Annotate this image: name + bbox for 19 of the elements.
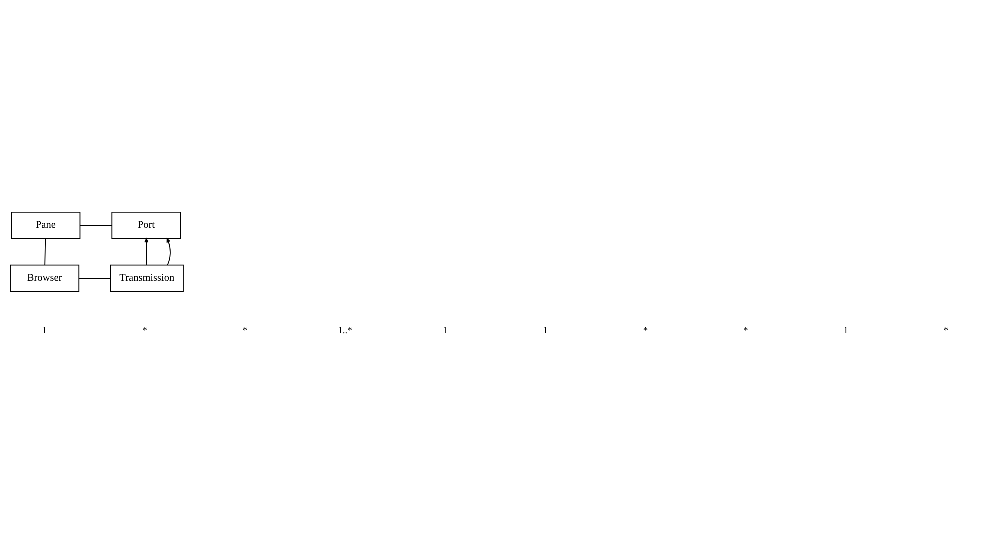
label: *: [643, 326, 648, 337]
node-box: Transmission: [110, 264, 184, 292]
label: *: [743, 326, 748, 337]
label: 1: [42, 326, 48, 337]
label: 1..*: [338, 326, 352, 337]
arrow: [144, 238, 149, 266]
label: 1: [443, 326, 448, 337]
label: 1: [543, 326, 548, 337]
connector: [80, 225, 113, 226]
label: *: [944, 326, 949, 337]
node-box: Pane: [11, 212, 81, 240]
arrow: [166, 238, 171, 266]
label: *: [142, 326, 148, 337]
label: *: [242, 326, 248, 337]
connector: [78, 278, 112, 279]
node-box: Browser: [10, 264, 80, 292]
label: 1: [844, 326, 848, 337]
node-box: Port: [112, 212, 182, 240]
connector: [44, 238, 46, 266]
